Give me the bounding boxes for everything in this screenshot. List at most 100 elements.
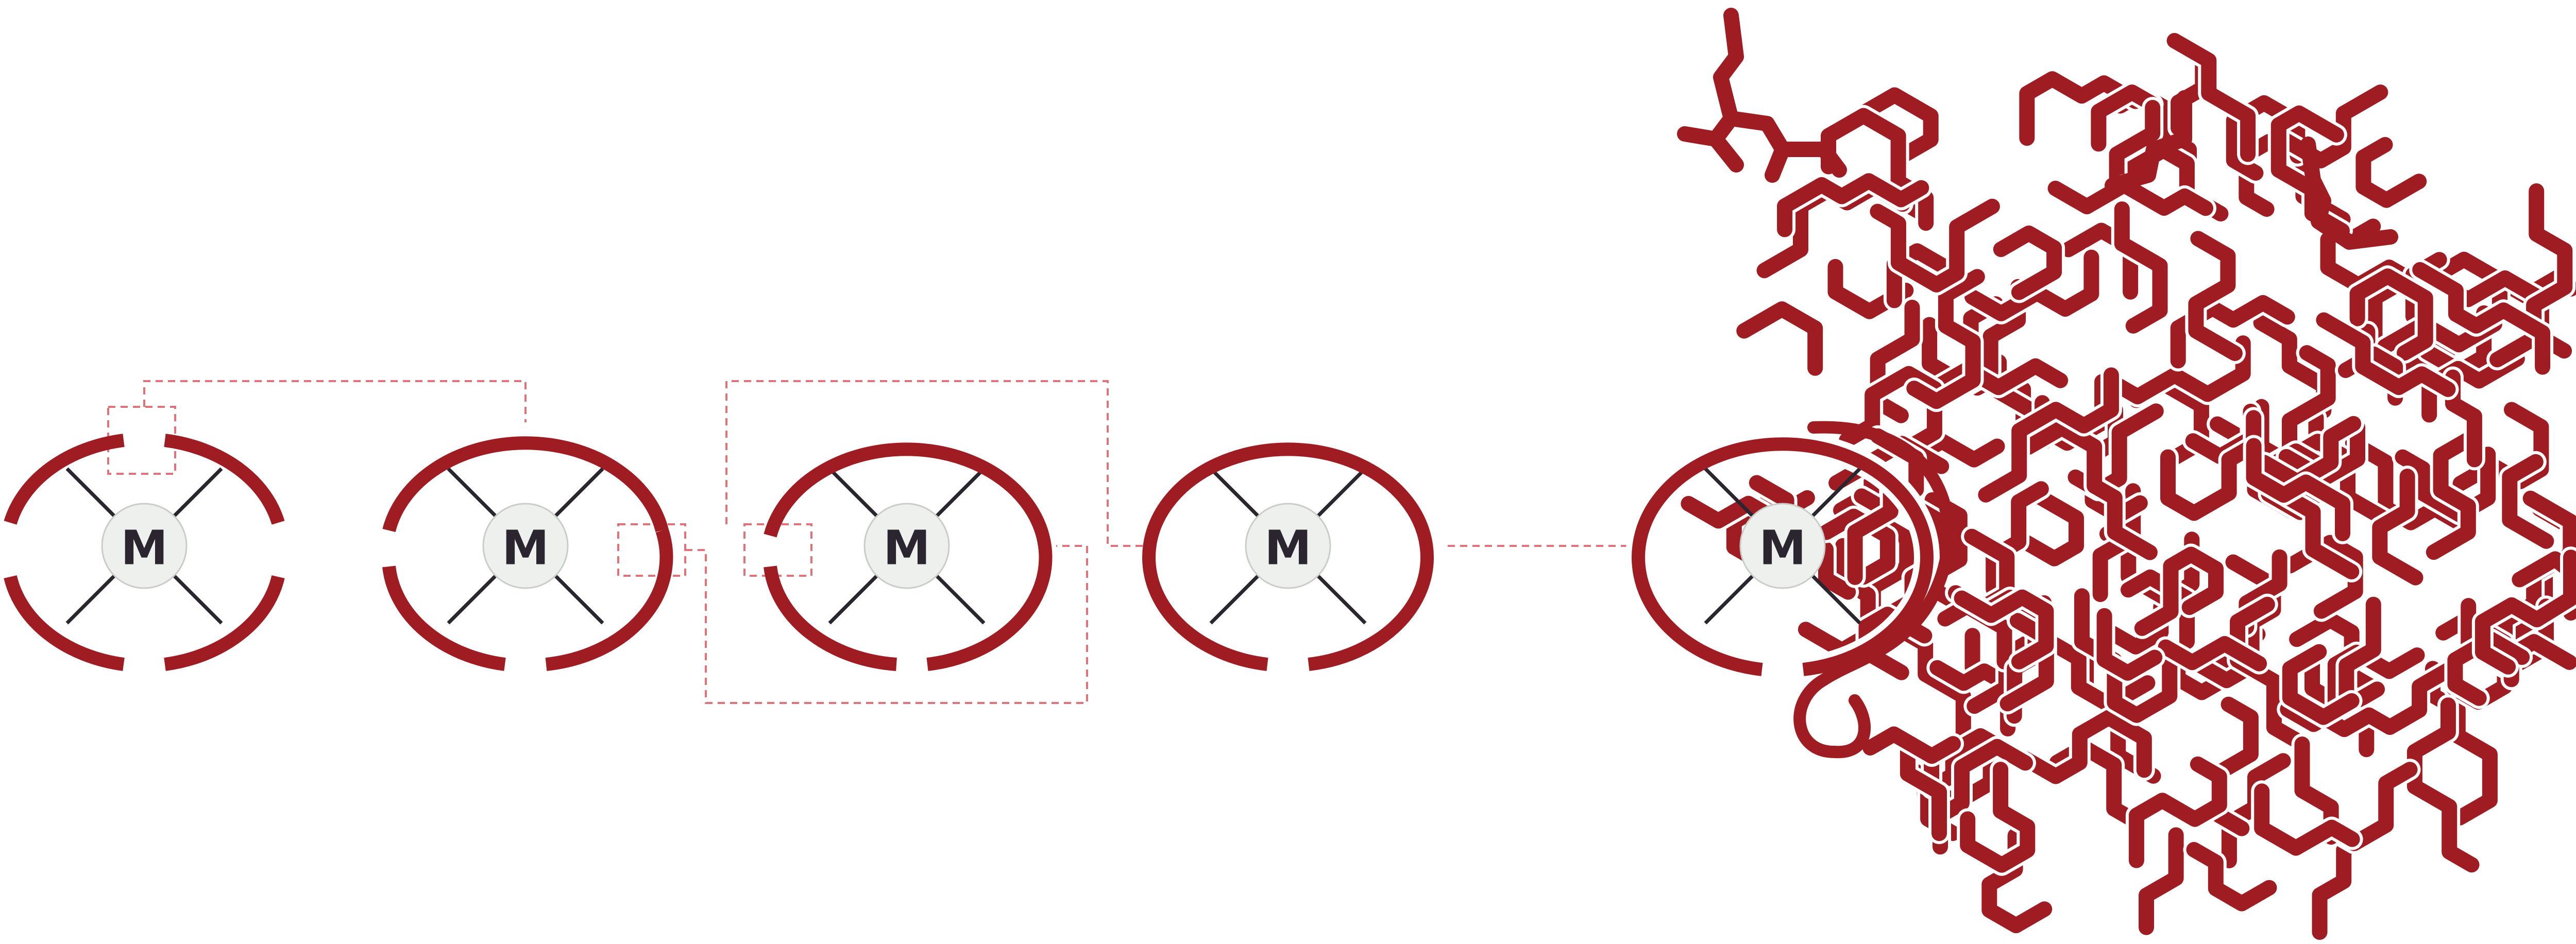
- stage-5-unit: M: [1625, 8, 2576, 943]
- stage-1-spokes: [65, 467, 223, 625]
- polymer-strand: [2186, 842, 2277, 912]
- metal-node-icon: [1739, 503, 1826, 589]
- metal-label: M: [121, 521, 168, 576]
- stage-1-ring-arcs: [4, 434, 285, 671]
- polymer-strand: [1964, 249, 2099, 321]
- metal-node-icon: [1245, 503, 1331, 589]
- metal-node-icon: [482, 503, 569, 589]
- ring-outer-loop: [1793, 421, 1955, 759]
- polymer-strand: [1954, 589, 2054, 670]
- polymer-strand: [2270, 105, 2350, 238]
- ring-arc: [764, 442, 1053, 671]
- polymer-strand: [1777, 173, 1929, 237]
- stage-5-ring-group: M: [1625, 421, 1955, 759]
- polymer-strand: [2108, 335, 2251, 405]
- polymer-strand: [2114, 201, 2168, 334]
- metal-node-icon: [101, 503, 188, 589]
- polymer-strand: [1708, 131, 1744, 173]
- polymer-strand: [2254, 783, 2360, 856]
- metal-label: M: [502, 521, 549, 576]
- polymer-strand: [2355, 137, 2427, 208]
- stage-4-hub: M: [1245, 503, 1331, 589]
- polymer-strand: [2009, 488, 2084, 567]
- stage-4-spokes: [1209, 467, 1367, 625]
- stage-2-hub: M: [482, 503, 569, 589]
- polymer-strand: [2447, 631, 2530, 706]
- polymer-strand: [1986, 481, 2049, 597]
- stage-2-unit: M: [382, 436, 673, 671]
- polymer-strand: [2170, 295, 2295, 369]
- stage-3-spokes: [828, 467, 986, 625]
- stage-4-ring: [1142, 442, 1434, 671]
- stage-4-unit: M: [1142, 442, 1434, 671]
- polymer-strand: [2021, 420, 2158, 560]
- stage-5-spokes: [1704, 467, 1861, 625]
- polymer-strand: [2282, 644, 2360, 725]
- polymer-strand: [2278, 489, 2360, 579]
- ring-arc: [4, 575, 125, 671]
- polymer-strand: [2406, 697, 2480, 873]
- polymer-strand: [1993, 225, 2062, 300]
- polymer-strand: [2128, 756, 2227, 868]
- ring-arc: [164, 575, 285, 671]
- stage-2-ring: [382, 436, 673, 671]
- polymer-strand: [2091, 84, 2161, 152]
- stage-2-spokes: [447, 467, 604, 625]
- polymer-strand: [2105, 90, 2192, 193]
- ring-arc: [1142, 442, 1434, 671]
- polymer-strand: [1821, 108, 1934, 231]
- polymer-strand: [2139, 827, 2184, 935]
- polymer-strand: [2349, 268, 2433, 361]
- polymer-strand: [2289, 612, 2383, 697]
- polymer-strand: [2188, 231, 2243, 361]
- polymer-strand: [2412, 262, 2551, 375]
- polymer-strand: [2074, 588, 2178, 723]
- polymer-strand: [2158, 636, 2267, 672]
- polymer-strand: [1839, 366, 1942, 453]
- connector-line-1-2: [143, 380, 527, 422]
- polymer-strand: [2300, 658, 2463, 737]
- polymer-strand: [2096, 608, 2163, 681]
- stage-5-hub: M: [1739, 503, 1826, 589]
- polymer-strand: [2246, 438, 2350, 541]
- polymer-network: [1677, 8, 2576, 943]
- ring-arc: [4, 434, 125, 525]
- ring-arc: [382, 436, 669, 533]
- connector-line-3-4: [725, 380, 1144, 547]
- polymer-strand: [2256, 416, 2362, 490]
- stage-3-hub: M: [863, 503, 950, 589]
- metal-label: M: [1759, 521, 1806, 576]
- stage-3-ring: [764, 442, 1053, 671]
- polymer-strand: [2047, 177, 2213, 216]
- polymer-strand: [2300, 136, 2398, 250]
- ring-arc: [1632, 437, 1934, 676]
- polymer-strand: [2475, 550, 2576, 675]
- polymer-strand: [2018, 710, 2152, 784]
- polymer-strand: [1906, 269, 1985, 409]
- ring-arc: [382, 565, 506, 671]
- polymer-strand: [2426, 430, 2480, 560]
- metal-label: M: [1264, 521, 1312, 576]
- polymer-strand: [1978, 367, 2119, 503]
- polymer-strand: [1765, 142, 1790, 183]
- stage-1-hub: M: [101, 503, 188, 589]
- metal-label: M: [883, 521, 930, 576]
- polymer-strand: [1999, 613, 2054, 712]
- polymer-strand: [1900, 731, 1947, 842]
- metal-node-icon: [863, 503, 950, 589]
- polymer-strand: [2280, 596, 2381, 732]
- ring-arc: [545, 528, 673, 671]
- polymer-strand: [2502, 454, 2554, 549]
- polymer-strand: [1736, 301, 1823, 376]
- polymer-strand: [1870, 198, 2000, 293]
- polymer-strand: [1927, 358, 2069, 396]
- polymer-strand: [2019, 71, 2143, 146]
- polymer-strand: [1818, 508, 1895, 585]
- connector-line-2-3: [685, 545, 1088, 704]
- connector-box-2: [617, 523, 686, 577]
- polymer-strand: [2211, 696, 2259, 836]
- polymer-strand: [1862, 726, 1961, 764]
- polymer-strand: [1870, 300, 1920, 423]
- polymer-strand: [2395, 447, 2496, 522]
